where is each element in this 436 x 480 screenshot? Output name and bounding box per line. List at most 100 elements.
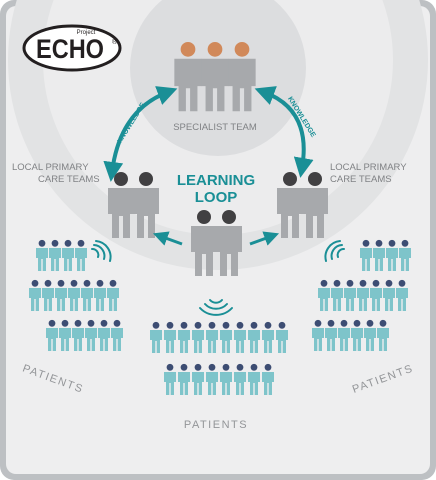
- local-team-center: [191, 210, 242, 276]
- knowledge-arrow-right: [254, 86, 314, 178]
- project-echo-logo: Project ECHO ®: [22, 24, 122, 72]
- person-head: [283, 172, 297, 186]
- patient-head: [385, 279, 393, 287]
- person-head: [308, 172, 322, 186]
- specialist-2: [201, 42, 229, 112]
- patient-head: [194, 363, 202, 371]
- patient-body: [318, 288, 330, 311]
- specialist-team-label: SPECIALIST TEAM: [173, 122, 257, 133]
- specialist-1: [174, 42, 202, 112]
- patient-head: [236, 321, 244, 329]
- logo-registered-mark: ®: [112, 38, 118, 46]
- patient-body: [150, 330, 162, 353]
- patient-body: [220, 372, 232, 395]
- patient-body: [178, 372, 190, 395]
- local-right-label-line1: LOCAL PRIMARY: [330, 162, 407, 173]
- patient-body: [55, 288, 67, 311]
- patient-head: [166, 363, 174, 371]
- patient-body: [325, 328, 337, 351]
- patient-head: [222, 321, 230, 329]
- patient-body: [192, 330, 204, 353]
- patient-head: [340, 319, 348, 327]
- patient-body: [93, 288, 106, 311]
- local-right-label-line2: CARE TEAMS: [330, 174, 392, 185]
- patient-body: [36, 248, 48, 271]
- patient-head: [278, 321, 286, 329]
- patients-label-bottom: PATIENTS: [184, 419, 248, 431]
- patient-head: [264, 321, 272, 329]
- patient-body: [373, 248, 385, 271]
- patient-head: [100, 319, 108, 327]
- patient-head: [388, 239, 396, 247]
- patients-left-row-3: [46, 319, 123, 351]
- patient-head: [64, 239, 72, 247]
- local-team-right: [277, 172, 328, 238]
- patient-body: [80, 288, 93, 311]
- patient-body: [220, 330, 232, 353]
- patient-head: [87, 319, 95, 327]
- patient-head: [48, 319, 56, 327]
- patient-body: [248, 330, 260, 353]
- local-left-person-1: [108, 172, 134, 238]
- patient-body: [234, 330, 246, 353]
- patient-head: [57, 279, 65, 287]
- person-body: [174, 58, 202, 112]
- patient-body: [357, 288, 369, 311]
- logo-ellipse: [22, 24, 122, 72]
- patient-head: [362, 239, 370, 247]
- patient-head: [208, 321, 216, 329]
- patient-head: [51, 239, 59, 247]
- patient-head: [264, 363, 272, 371]
- patient-body: [360, 248, 372, 271]
- patient-head: [250, 363, 258, 371]
- patient-head: [372, 279, 380, 287]
- patient-head: [327, 319, 335, 327]
- patient-head: [83, 279, 91, 287]
- person-body: [228, 58, 256, 112]
- patient-body: [206, 330, 218, 353]
- patient-head: [333, 279, 341, 287]
- patients-right-row-2: [318, 279, 408, 311]
- patient-body: [248, 372, 260, 395]
- patient-body: [377, 328, 389, 351]
- person-head: [139, 172, 153, 186]
- person-body: [133, 188, 159, 238]
- patients-left-row-2: [29, 279, 119, 311]
- person-head: [114, 172, 128, 186]
- patients-right-row-1: [360, 239, 411, 271]
- patient-body: [42, 288, 54, 311]
- logo-main-text: ECHO: [36, 34, 104, 64]
- patient-body: [344, 288, 356, 311]
- patient-body: [49, 248, 61, 271]
- connector-arrow-right: [249, 231, 280, 246]
- patient-body: [67, 288, 80, 311]
- patient-body: [351, 328, 363, 351]
- patient-head: [398, 279, 406, 287]
- patient-head: [61, 319, 69, 327]
- patient-head: [314, 319, 322, 327]
- patient-body: [386, 248, 398, 271]
- patient-body: [74, 248, 87, 271]
- patient-head: [70, 279, 78, 287]
- learning-loop-line1: LEARNING: [177, 172, 255, 189]
- patient-body: [58, 328, 71, 351]
- signal-waves-left: [91, 240, 112, 262]
- patients-right-row-3: [312, 319, 389, 351]
- local-center-person-1: [191, 210, 217, 276]
- patient-head: [113, 319, 121, 327]
- local-left-label-line1: LOCAL PRIMARY: [12, 162, 89, 173]
- patients-left-row-1: [36, 239, 87, 271]
- person-head: [197, 210, 211, 224]
- person-head: [234, 42, 250, 57]
- patient-body: [383, 288, 395, 311]
- patient-head: [222, 363, 230, 371]
- person-head: [222, 210, 236, 224]
- local-right-person-2: [302, 172, 328, 238]
- patient-head: [194, 321, 202, 329]
- patient-head: [320, 279, 328, 287]
- local-left-label-line2: CARE TEAMS: [38, 174, 100, 185]
- patient-head: [359, 279, 367, 287]
- signal-waves-center: [199, 299, 233, 316]
